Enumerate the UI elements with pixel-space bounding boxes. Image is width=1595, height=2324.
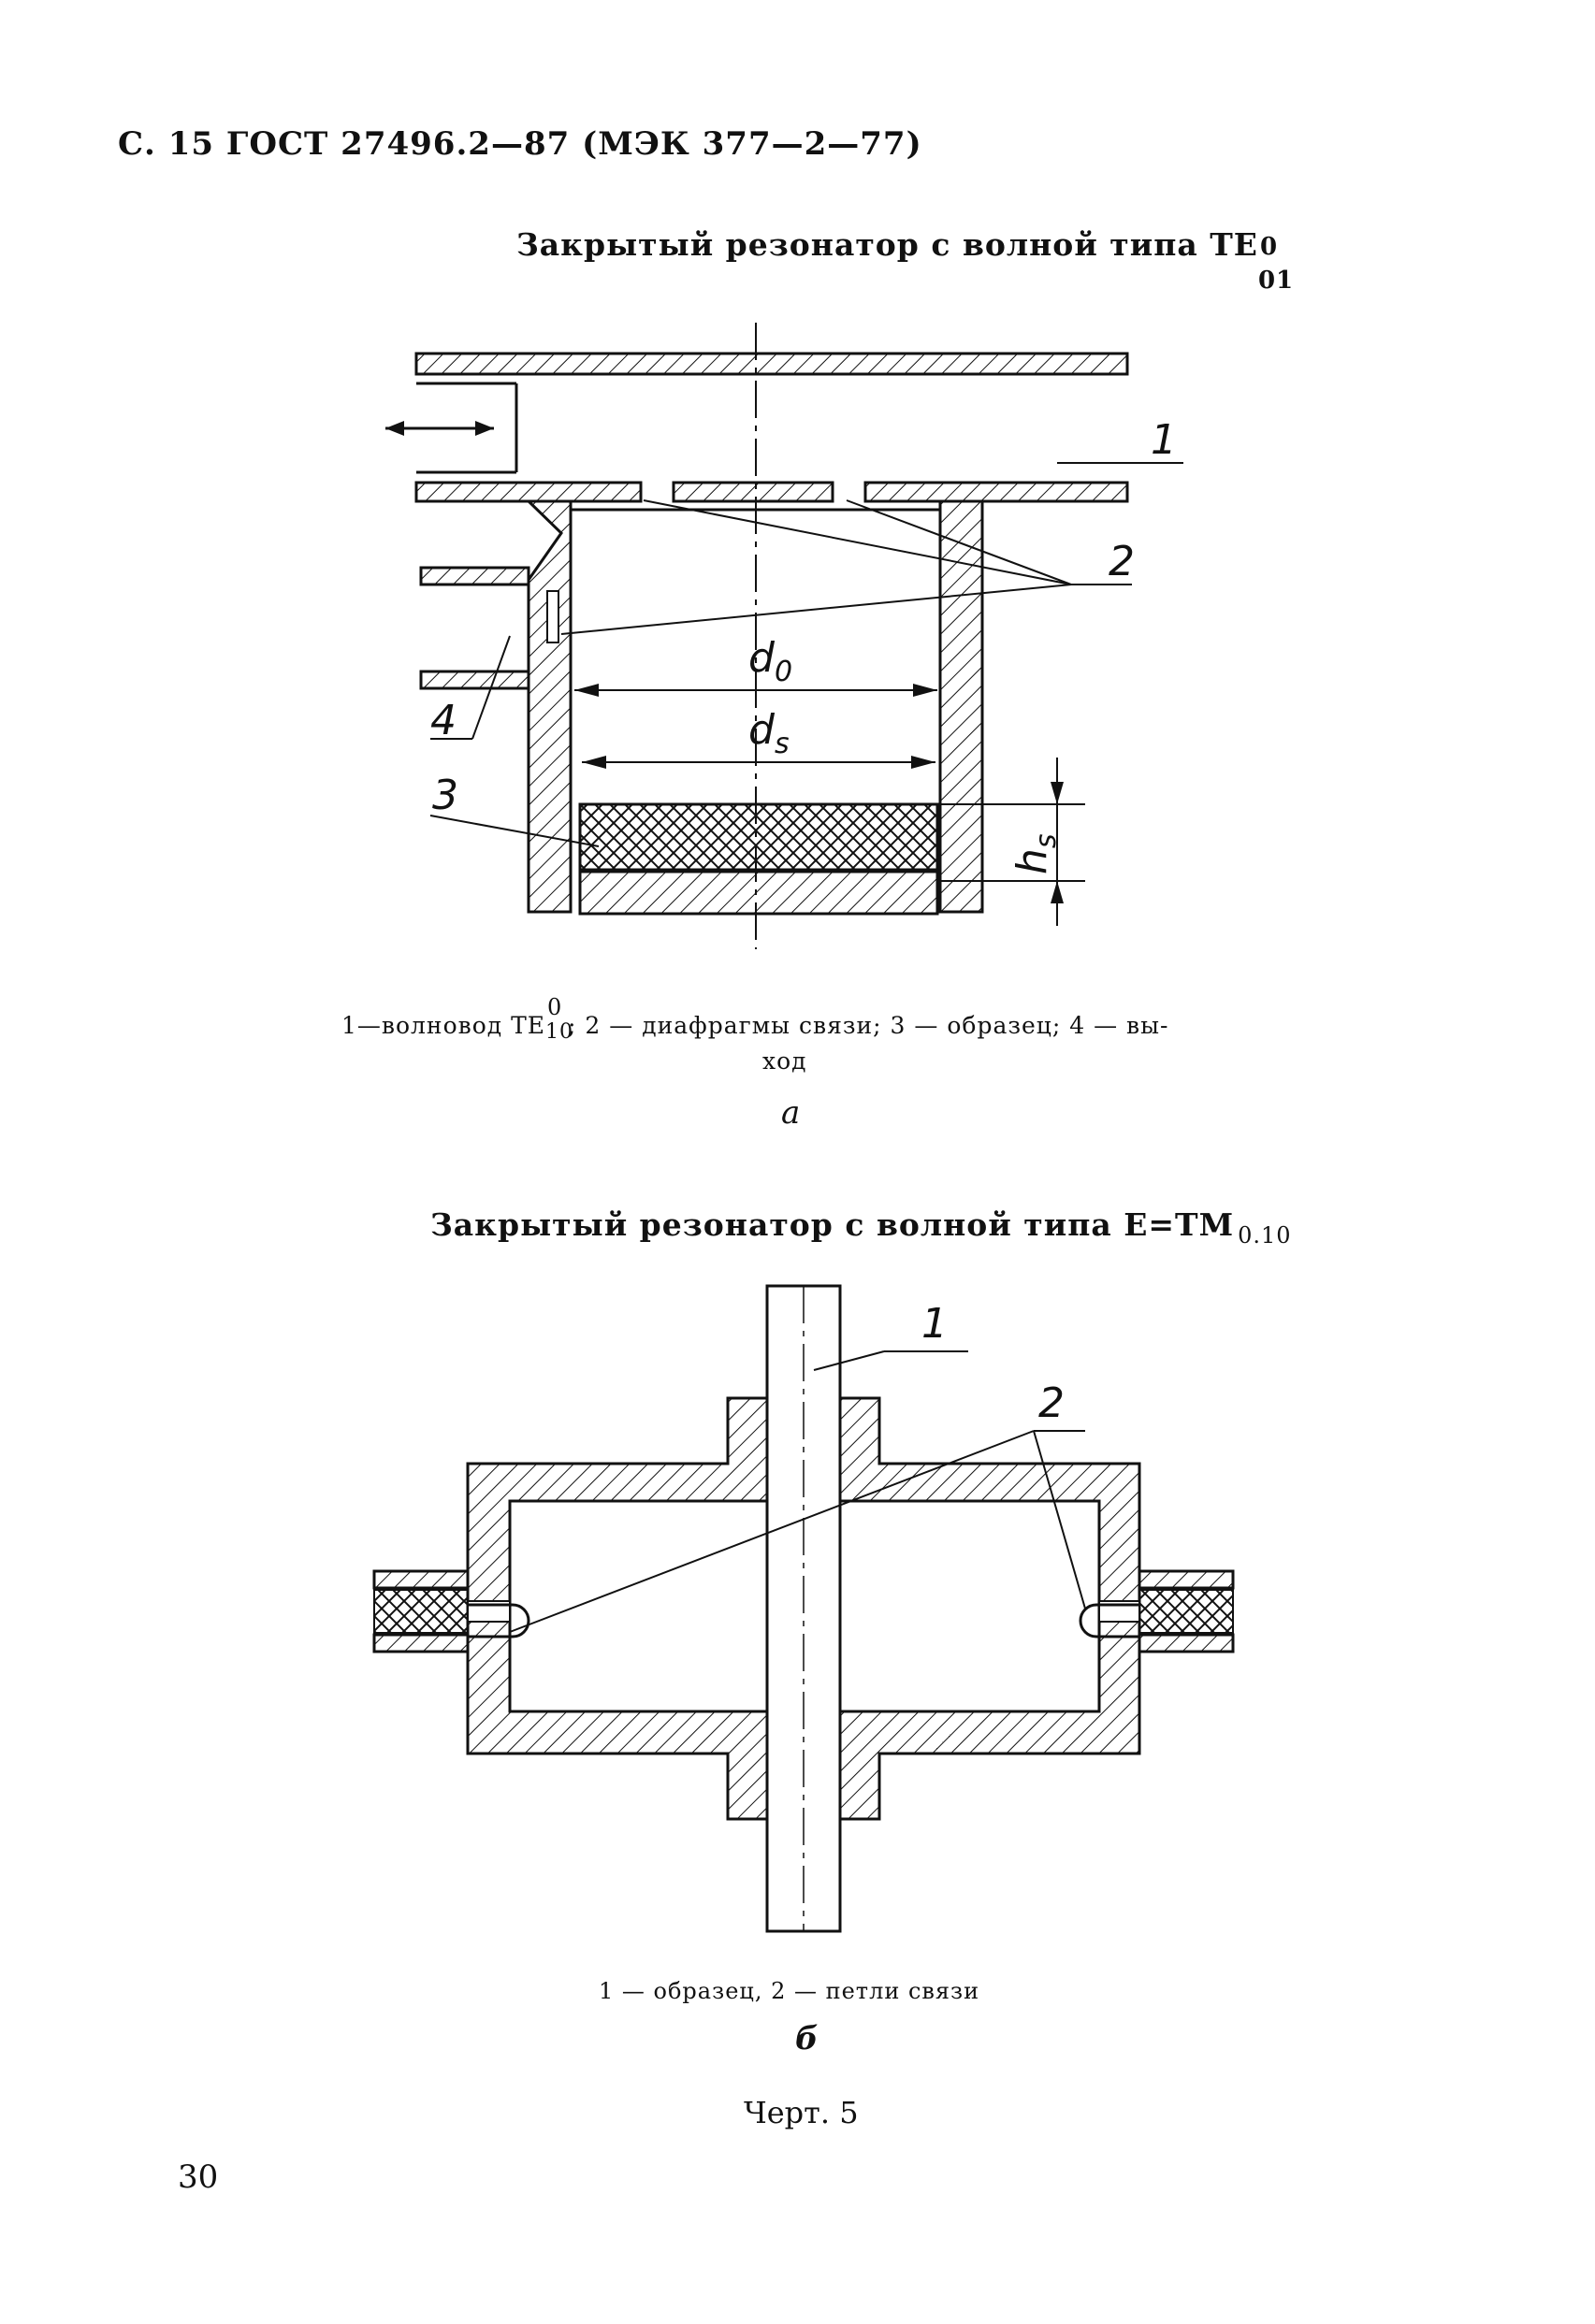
figure-a-label-ds-main: d — [748, 706, 776, 754]
figure-a-sample — [578, 802, 939, 872]
figure-a-caption-part2: ; 2 — диафрагмы связи; 3 — образец; 4 — … — [568, 1012, 1169, 1039]
figure-b-leader-lines — [509, 1350, 1086, 1633]
figure-a-label-1: 1 — [1151, 416, 1177, 464]
figure-a-dimension-ds — [582, 756, 935, 769]
figure-a-title-sup: 0 — [1259, 233, 1279, 261]
figure-a-label-hs-main: h — [1008, 848, 1056, 874]
figure-b-right-coax — [1079, 1569, 1235, 1653]
figure-a-letter: а — [781, 1094, 801, 1132]
figure-b-sample-rod — [765, 1284, 842, 1933]
figure-b-title-sub: 0.10 — [1238, 1222, 1292, 1249]
figure-b-label-1: 1 — [921, 1300, 948, 1348]
figure-a-caption-part1: 1—волновод TE — [341, 1012, 546, 1039]
figure-a-label-3: 3 — [432, 772, 458, 819]
figure-a-title-sub: 01 — [1257, 267, 1295, 295]
figure-a-input-port — [416, 382, 518, 474]
figure-a-base — [578, 870, 939, 916]
page-header: С. 15 ГОСТ 27496.2—87 (МЭК 377—2—77) — [118, 125, 922, 163]
figure-a-direction-arrow-icon — [385, 421, 494, 436]
figure-a-resonator-walls — [525, 499, 984, 914]
figure-a-label-d0: d0 — [748, 634, 792, 688]
figure-a-label-d0-sub: 0 — [775, 656, 792, 688]
figure-a-waveguide-top-wall — [414, 352, 1129, 376]
figure-a-dimension-hs — [937, 758, 1085, 926]
figure-a-dimension-d0 — [574, 684, 937, 697]
figure-b-letter: б — [795, 2020, 819, 2057]
figure-b-title-text: Закрытый резонатор с волной типа E=TM — [430, 1206, 1235, 1243]
figure-b-caption: 1 — образец, 2 — петли связи — [599, 1978, 980, 2004]
figure-a-title-text: Закрытый резонатор с волной типа TE — [516, 226, 1258, 263]
figure-a-label-hs: hs — [1008, 833, 1063, 874]
figure-a-label-ds-sub: s — [775, 728, 790, 760]
figure-a-caption-sup: 0 — [547, 994, 563, 1020]
figure-a-label-d0-main: d — [748, 634, 776, 682]
figure-a-output-pipe — [419, 566, 559, 690]
figure-b-resonator-body — [466, 1396, 1141, 1821]
figure-b-left-coax — [372, 1569, 530, 1653]
page-number: 30 — [178, 2158, 219, 2196]
figure-a-label-hs-sub: s — [1030, 833, 1063, 848]
figure-a-label-2: 2 — [1109, 538, 1135, 585]
figure-a-label-4: 4 — [430, 697, 457, 744]
figure-a-label-ds: ds — [748, 706, 790, 760]
figure-a-caption-sub: 10 — [545, 1020, 574, 1044]
figure-b-label-2: 2 — [1038, 1379, 1065, 1427]
figure-a-caption-line2: ход — [762, 1047, 807, 1075]
figure-a-leader-lines — [429, 462, 1183, 847]
drawing-caption: Черт. 5 — [744, 2095, 859, 2130]
